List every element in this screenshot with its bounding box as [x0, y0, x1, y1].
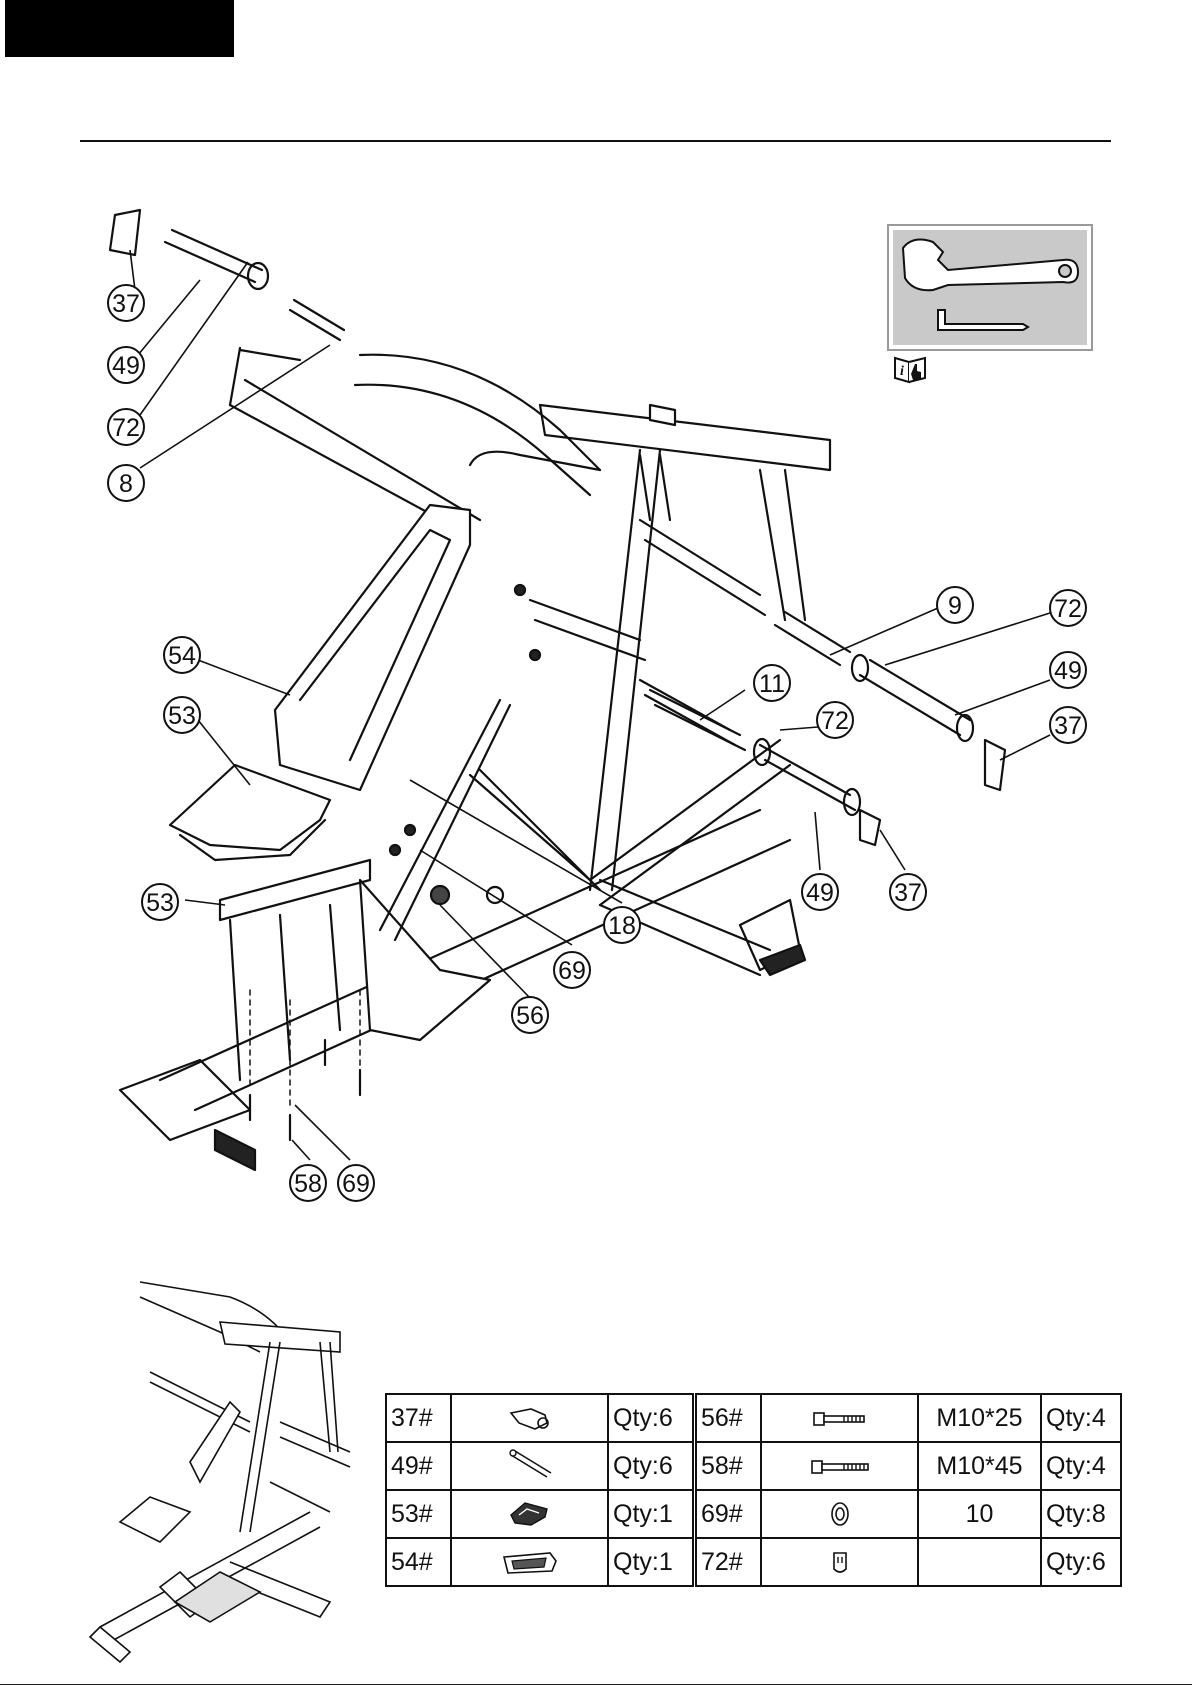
- part-qty: Qty:4: [1041, 1442, 1121, 1490]
- part-id: 49#: [386, 1442, 451, 1490]
- callout-72: 72: [821, 707, 849, 735]
- hardware-parts-table: 37# Qty:6 56# M10*25 Qty:4 49# Qty:6 58#…: [385, 1393, 1122, 1587]
- callout-8: 8: [119, 470, 133, 498]
- callout-49: 49: [112, 352, 140, 380]
- table-row: 53# Qty:1 69# 10 Qty:8: [386, 1490, 1121, 1538]
- info-manual-icon: i: [893, 354, 929, 384]
- part-qty: Qty:6: [1041, 1538, 1121, 1586]
- part-spec: [918, 1538, 1041, 1586]
- part-id: 69#: [696, 1490, 761, 1538]
- part-id: 58#: [696, 1442, 761, 1490]
- part-spec: M10*25: [918, 1394, 1041, 1442]
- part-qty: Qty:6: [608, 1394, 693, 1442]
- callout-37: 37: [112, 290, 140, 318]
- part-id: 37#: [386, 1394, 451, 1442]
- part-id: 53#: [386, 1490, 451, 1538]
- part-53-image: [451, 1490, 608, 1538]
- table-row: 37# Qty:6 56# M10*25 Qty:4: [386, 1394, 1121, 1442]
- part-49-image: [451, 1442, 608, 1490]
- callout-54: 54: [168, 642, 196, 670]
- callout-72: 72: [112, 414, 140, 442]
- part-spec: M10*45: [918, 1442, 1041, 1490]
- callout-53: 53: [168, 702, 196, 730]
- part-id: 56#: [696, 1394, 761, 1442]
- callout-69: 69: [558, 957, 586, 985]
- callout-49: 49: [1054, 657, 1082, 685]
- part-qty: Qty:6: [608, 1442, 693, 1490]
- wrench-and-allen-key-icon: [893, 230, 1087, 345]
- part-spec: 10: [918, 1490, 1041, 1538]
- part-id: 54#: [386, 1538, 451, 1586]
- callout-37: 37: [1054, 712, 1082, 740]
- part-54-image: [451, 1538, 608, 1586]
- tools-panel: [887, 224, 1093, 351]
- svg-text:i: i: [900, 364, 904, 379]
- part-qty: Qty:1: [608, 1538, 693, 1586]
- callout-37: 37: [894, 879, 922, 907]
- part-qty: Qty:1: [608, 1490, 693, 1538]
- table-row: 54# Qty:1 72# Qty:6: [386, 1538, 1121, 1586]
- callout-56: 56: [516, 1002, 544, 1030]
- callout-53: 53: [146, 889, 174, 917]
- callout-69: 69: [342, 1170, 370, 1198]
- part-qty: Qty:4: [1041, 1394, 1121, 1442]
- part-69-image: [761, 1490, 918, 1538]
- part-qty: Qty:8: [1041, 1490, 1121, 1538]
- table-row: 49# Qty:6 58# M10*45 Qty:4: [386, 1442, 1121, 1490]
- part-37-image: [451, 1394, 608, 1442]
- part-id: 72#: [696, 1538, 761, 1586]
- part-58-image: [761, 1442, 918, 1490]
- callout-9: 9: [948, 592, 962, 620]
- part-72-image: [761, 1538, 918, 1586]
- part-56-image: [761, 1394, 918, 1442]
- callout-49: 49: [806, 879, 834, 907]
- assembled-preview-image: [80, 1272, 370, 1672]
- callout-18: 18: [608, 912, 636, 940]
- callout-11: 11: [759, 670, 785, 698]
- callout-58: 58: [294, 1170, 322, 1198]
- callout-72: 72: [1054, 595, 1082, 623]
